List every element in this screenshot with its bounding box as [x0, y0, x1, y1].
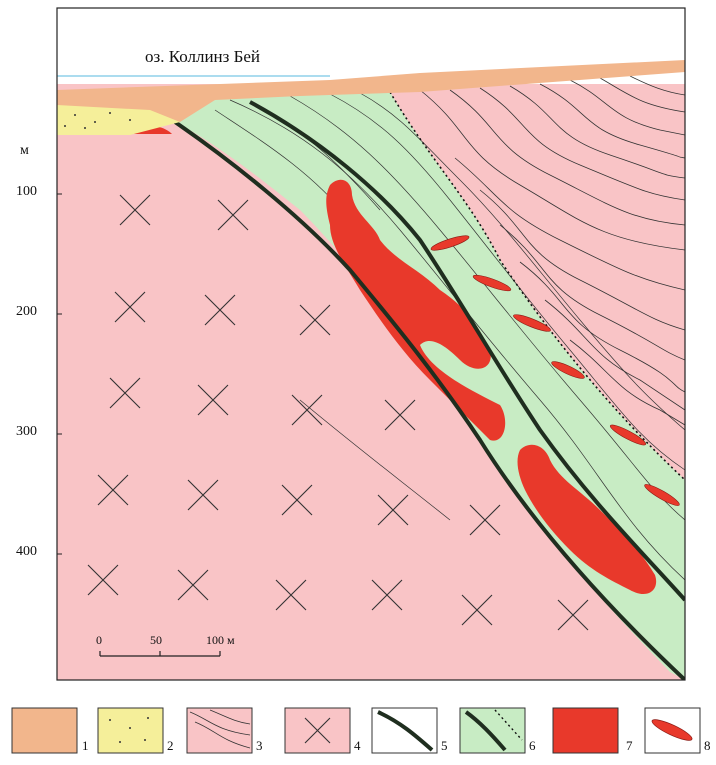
legend-swatch-7: [552, 707, 619, 754]
legend-swatch-4-x: [304, 717, 331, 744]
fault-lower: [173, 120, 685, 680]
section-frame: [56, 7, 686, 681]
legend-label-4: 4: [354, 738, 361, 753]
legend-swatch-3-lines: [189, 709, 251, 749]
dotted-contact-line: [389, 91, 685, 481]
overburden-layer: [57, 60, 685, 132]
legend-swatch-6-fault: [464, 710, 507, 752]
ore-lenses: [430, 235, 680, 506]
legend-swatch-5-fault: [377, 710, 434, 752]
legend-label-5: 5: [441, 738, 448, 753]
scale-bar: [99, 651, 221, 657]
legend-swatch-1: [11, 707, 78, 754]
legend-label-3: 3: [256, 738, 263, 753]
legend-swatch-2-dots: [109, 717, 149, 743]
sand-dots: [64, 112, 131, 129]
depth-tick-200: 200: [16, 304, 37, 319]
depth-unit-label: м: [20, 143, 29, 158]
fault-upper: [249, 100, 685, 602]
scale-tick-100: 100 м: [206, 633, 235, 647]
ore-body-main-upper: [326, 179, 506, 441]
legend-label-7: 7: [626, 738, 633, 753]
granite-x-marks: [87, 194, 589, 631]
sand-layer: [57, 105, 180, 135]
legend-swatch-6-dotted: [494, 709, 523, 741]
lake-label: оз. Коллинз Бей: [145, 47, 261, 66]
legend-label-2: 2: [167, 738, 174, 753]
layered-rocks-right: [419, 75, 685, 426]
depth-tick-300: 300: [16, 424, 37, 439]
legend-label-8: 8: [704, 738, 711, 753]
scale-tick-50: 50: [150, 633, 162, 647]
legend-swatch-2: [97, 707, 164, 754]
depth-tick-400: 400: [16, 544, 37, 559]
legend-label-6: 6: [529, 738, 536, 753]
legend-label-1: 1: [82, 738, 89, 753]
legend-swatch-8-lens: [651, 719, 693, 741]
depth-ticks: [57, 193, 62, 555]
scale-tick-0: 0: [96, 633, 102, 647]
depth-tick-100: 100: [16, 184, 37, 199]
ore-body-main-lower: [517, 444, 657, 595]
legend-swatches: [11, 707, 701, 754]
